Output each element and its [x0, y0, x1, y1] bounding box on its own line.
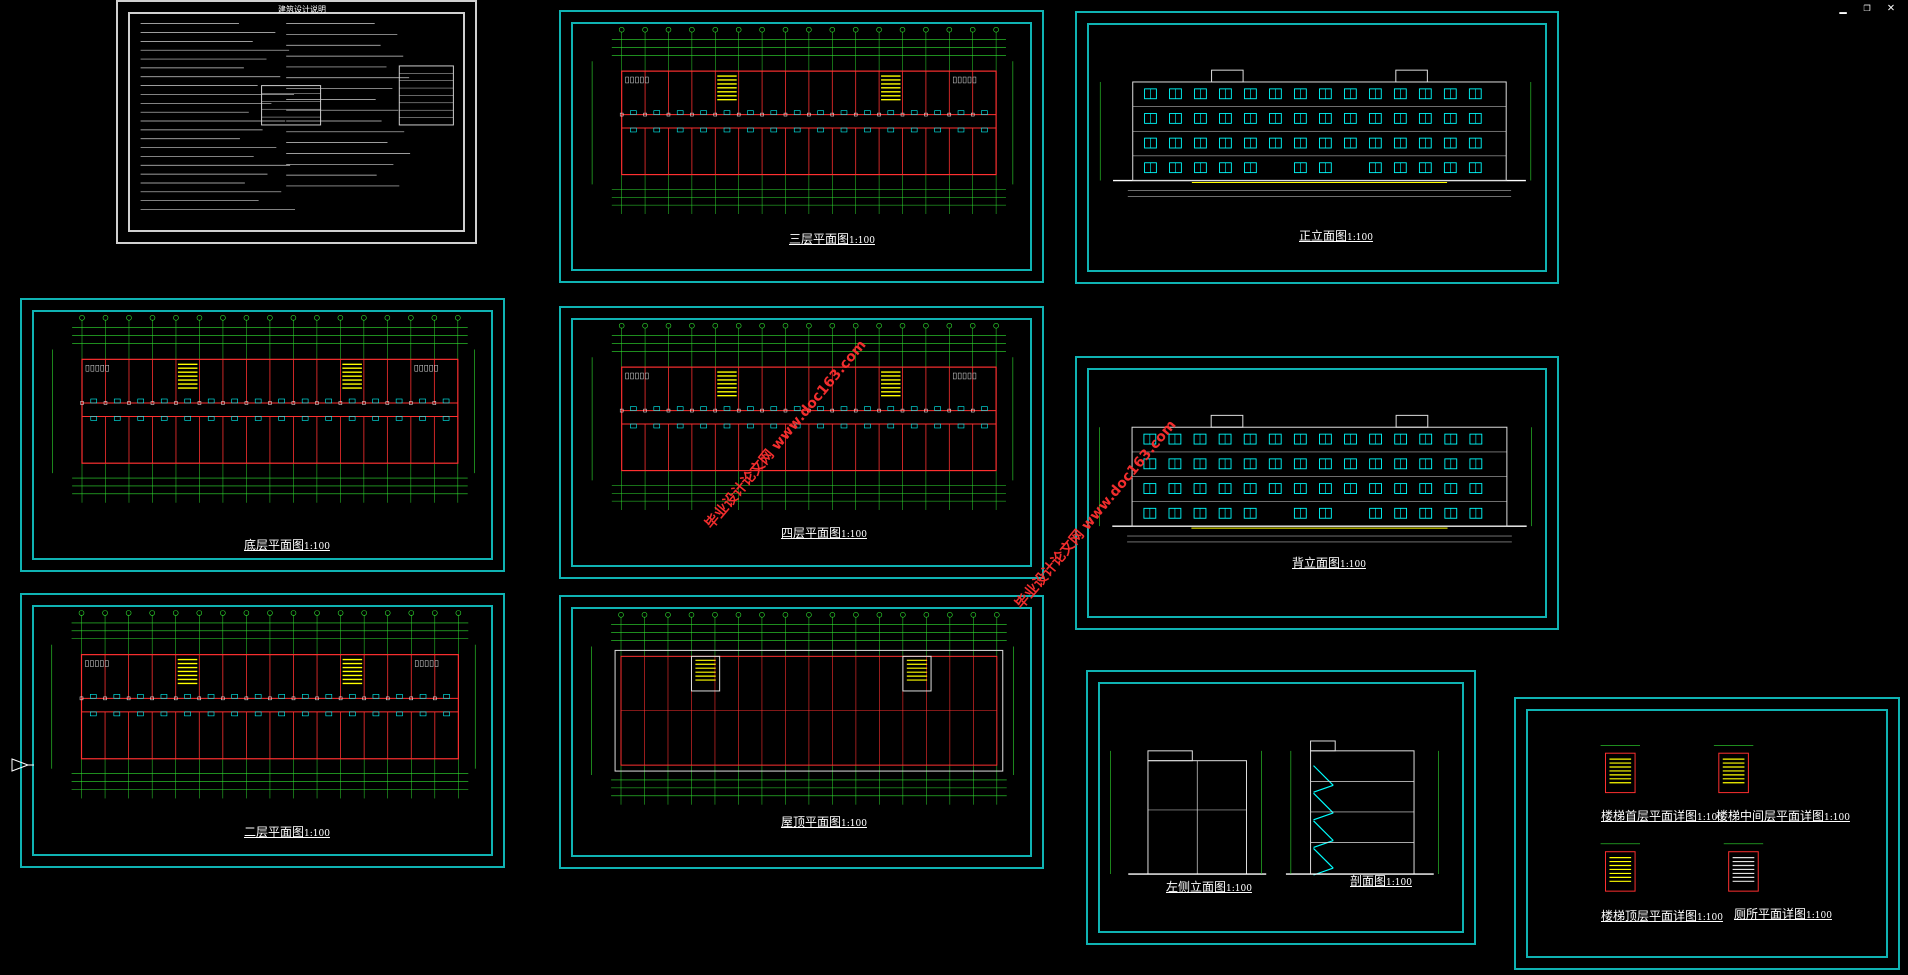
section-caption: 剖面图1:100	[1350, 874, 1412, 888]
sheet-plan-3[interactable]: 三层平面图1:100	[559, 10, 1044, 283]
restore-icon[interactable]: ❐	[1863, 0, 1871, 14]
left-elevation-section-drawing	[1110, 740, 1439, 876]
sheet-plan-2[interactable]: 二层平面图1:100	[20, 593, 505, 868]
sheet-left-elevation-section[interactable]: 左侧立面图1:100 剖面图1:100	[1086, 670, 1476, 945]
sheet-plan-1[interactable]: 底层平面图1:100	[20, 298, 505, 572]
plan-2-caption: 二层平面图1:100	[244, 825, 330, 839]
sheet-front-elevation[interactable]: 正立面图1:100	[1075, 11, 1559, 284]
back-elevation-drawing	[1099, 414, 1532, 543]
stair-mid-caption: 楼梯中间层平面详图1:100	[1716, 809, 1850, 823]
plan-4-caption: 四层平面图1:100	[781, 526, 867, 540]
plan-3-caption: 三层平面图1:100	[789, 232, 875, 246]
notes-title: 建筑设计说明	[278, 5, 326, 14]
plan-1-drawing	[52, 315, 475, 503]
close-icon[interactable]: ✕	[1887, 0, 1895, 14]
plan-2-drawing	[51, 610, 476, 799]
roof-plan-drawing	[591, 612, 1014, 805]
sheet-back-elevation[interactable]: 背立面图1:100	[1075, 356, 1559, 630]
front-elevation-drawing	[1099, 69, 1532, 197]
minimize-icon[interactable]: ▁	[1839, 0, 1847, 14]
details-drawing	[1600, 745, 1764, 892]
notes-text-lines	[140, 23, 454, 210]
plan-4-drawing	[591, 322, 1014, 510]
toilet-caption: 厕所平面详图1:100	[1734, 907, 1832, 921]
back-elevation-caption: 背立面图1:100	[1292, 556, 1366, 570]
ucs-arrow-icon	[11, 758, 34, 772]
sheet-roof-plan[interactable]: 屋顶平面图1:100	[559, 595, 1044, 869]
front-elevation-caption: 正立面图1:100	[1299, 229, 1373, 243]
stair-first-caption: 楼梯首层平面详图1:100	[1601, 809, 1723, 823]
sheet-details[interactable]: 楼梯首层平面详图1:100 楼梯中间层平面详图1:100 楼梯顶层平面详图1:1…	[1514, 697, 1900, 970]
plan-3-drawing	[591, 26, 1014, 214]
sheet-design-notes[interactable]: 建筑设计说明	[116, 0, 477, 244]
sheet-plan-4[interactable]: 四层平面图1:100	[559, 306, 1044, 579]
stair-top-caption: 楼梯顶层平面详图1:100	[1601, 909, 1723, 923]
plan-1-caption: 底层平面图1:100	[244, 538, 330, 552]
roof-plan-caption: 屋顶平面图1:100	[781, 815, 867, 829]
window-controls: ▁ ❐ ✕	[1836, 0, 1898, 16]
left-elevation-caption: 左侧立面图1:100	[1166, 880, 1252, 894]
